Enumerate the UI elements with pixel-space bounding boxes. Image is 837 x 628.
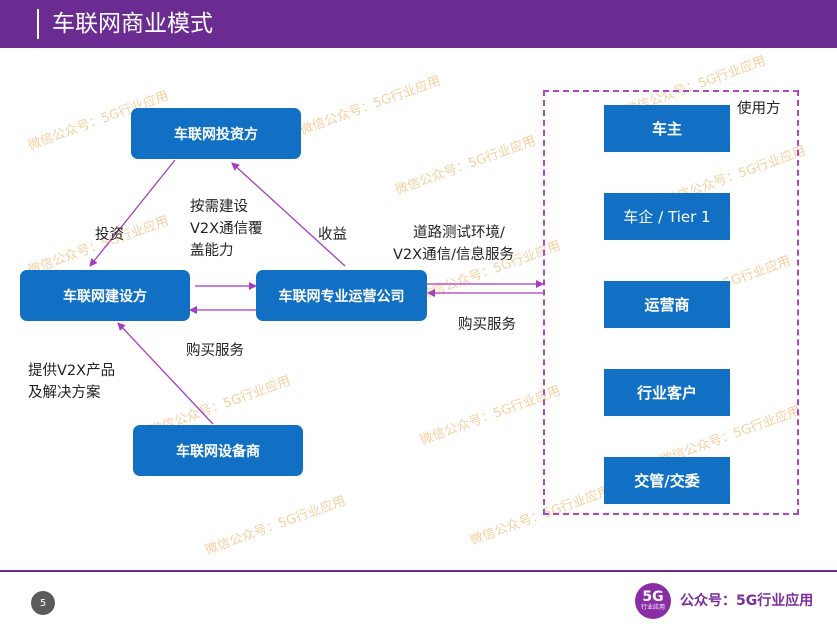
arrow-revenue xyxy=(231,162,346,267)
page-number: 5 xyxy=(31,591,55,615)
header-bar: 车联网商业模式 xyxy=(0,0,837,48)
label-invest: 投资 xyxy=(95,227,124,243)
label-build-3: 盖能力 xyxy=(190,243,234,259)
label-provide-2: 及解决方案 xyxy=(28,385,101,401)
logo-text: 5G xyxy=(642,589,664,605)
user-carrier: 运营商 xyxy=(604,281,730,328)
node-builder: 车联网建设方 xyxy=(20,270,190,321)
arrow-invest xyxy=(89,159,176,267)
footer-account: 公众号：5G行业应用 xyxy=(680,593,814,609)
node-operator: 车联网专业运营公司 xyxy=(256,270,427,321)
user-industry-customer: 行业客户 xyxy=(604,369,730,416)
label-build-1: 按需建设 xyxy=(190,199,248,215)
label-provide-1: 提供V2X产品 xyxy=(28,363,116,379)
label-build-2: V2X通信覆 xyxy=(190,221,263,237)
brand-logo: 5G 行业应用 xyxy=(635,583,671,619)
node-investor: 车联网投资方 xyxy=(131,108,301,159)
footer-divider xyxy=(0,570,837,572)
user-car-owner: 车主 xyxy=(604,105,730,152)
node-vendor: 车联网设备商 xyxy=(133,425,303,476)
label-service-2: V2X通信/信息服务 xyxy=(393,247,514,263)
label-buy-service-left: 购买服务 xyxy=(186,343,244,359)
label-service-1: 道路测试环境/ xyxy=(413,225,505,241)
user-traffic-authority: 交管/交委 xyxy=(604,457,730,504)
arrow-provide xyxy=(117,322,214,425)
header-divider xyxy=(37,9,39,39)
page-title: 车联网商业模式 xyxy=(52,11,213,37)
logo-subtext: 行业应用 xyxy=(640,604,665,611)
users-title: 使用方 xyxy=(737,101,781,117)
label-revenue: 收益 xyxy=(318,227,347,243)
users-group xyxy=(543,90,799,515)
label-buy-service-right: 购买服务 xyxy=(458,317,516,333)
user-automaker: 车企 / Tier 1 xyxy=(604,193,730,240)
